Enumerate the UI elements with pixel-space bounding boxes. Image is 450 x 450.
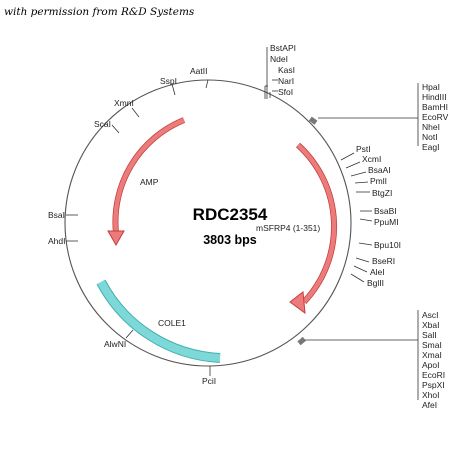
site-apoi: ApoI [422, 360, 440, 370]
site-bsaai: BsaAI [368, 165, 391, 175]
msfrp4-arrow-body [296, 143, 337, 304]
site-hpai: HpaI [422, 82, 440, 92]
cole1-label: COLE1 [158, 318, 186, 328]
insert-label: mSFRP4 (1-351) [256, 223, 320, 233]
site-ahdi: AhdI [48, 236, 66, 246]
site-hindiii: HindIII [422, 92, 447, 102]
site-eagi: EagI [422, 142, 440, 152]
cole1-feature [97, 280, 221, 362]
site-xcmi: XcmI [362, 154, 381, 164]
credit-text: with permission from R&D Systems [4, 6, 195, 18]
site-alei: AleI [370, 267, 385, 277]
site-nhei: NheI [422, 122, 440, 132]
site-smai: SmaI [422, 340, 442, 350]
site-ecorv: EcoRV [422, 112, 449, 122]
site-bstapi: BstAPI [270, 43, 296, 53]
site-xbai: XbaI [422, 320, 440, 330]
site-xmai: XmaI [422, 350, 442, 360]
site-bseri: BseRI [372, 256, 395, 266]
site-bsai: BsaI [48, 210, 65, 220]
site-afei: AfeI [422, 400, 437, 410]
msfrp4-arrow-head [289, 291, 306, 315]
site-sali: SalI [422, 330, 437, 340]
plasmid-name: RDC2354 [193, 205, 268, 224]
site-sspi: SspI [160, 76, 177, 86]
site-aatii: AatII [190, 66, 207, 76]
site-asci: AscI [422, 310, 439, 320]
top-site-group: BstAPI NdeI KasI NarI SfoI [270, 43, 296, 97]
mcs1-marker [308, 116, 318, 125]
site-scai: ScaI [94, 119, 111, 129]
site-bpu10i: Bpu10I [374, 240, 401, 250]
site-bsabi: BsaBI [374, 206, 397, 216]
mcs2-site-group: AscI XbaI SalI SmaI XmaI ApoI EcoRI PspX… [422, 310, 445, 410]
site-bamhi: BamHI [422, 102, 448, 112]
site-noti: NotI [422, 132, 438, 142]
site-bglii: BglII [367, 278, 384, 288]
site-nari: NarI [278, 76, 294, 86]
plasmid-size: 3803 bps [203, 233, 257, 247]
mcs2-marker [297, 336, 306, 346]
site-kasi: KasI [278, 65, 295, 75]
amp-label: AMP [140, 177, 159, 187]
site-pcii: PciI [202, 376, 216, 386]
site-ndei: NdeI [270, 54, 288, 64]
site-alwni: AlwNI [104, 339, 126, 349]
site-ecori: EcoRI [422, 370, 445, 380]
site-btgzi: BtgZI [372, 188, 392, 198]
site-psti: PstI [356, 144, 371, 154]
site-xhoi: XhoI [422, 390, 440, 400]
site-sfoi: SfoI [278, 87, 293, 97]
mcs1-site-group: HpaI HindIII BamHI EcoRV NheI NotI EagI [422, 82, 449, 152]
amp-arrow-head [107, 230, 125, 247]
site-xmni: XmnI [114, 98, 134, 108]
amp-arrow-body [113, 117, 185, 234]
site-pspxi: PspXI [422, 380, 445, 390]
site-pmli: PmlI [370, 176, 387, 186]
site-ppumi: PpuMI [374, 217, 399, 227]
